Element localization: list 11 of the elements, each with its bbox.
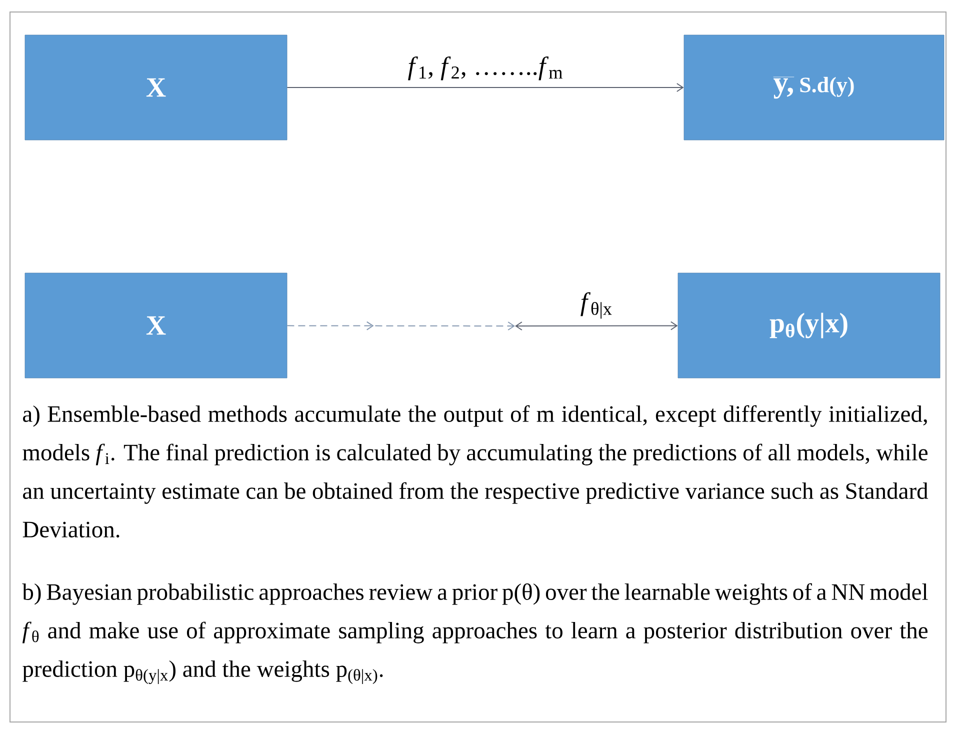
- arrow: [286, 321, 515, 330]
- edge-label: f$_{θ|x}$: [580, 292, 612, 319]
- process-box: p$_{θ}$(y|x): [678, 272, 940, 378]
- edge-label: f$_{1}$, f$_{2}$, ……..f$_{m}$: [408, 56, 562, 80]
- process-box: X: [24, 34, 288, 140]
- caption-paragraph: b) Bayesian probabilistic approaches review a prior p(θ) over the learnable weights of a NN model f$_{θ}$ and make use of approximate sampling approaches to learn a posterior distribution over the prediction p$_{θ(y|x}$) and the weights p$_{(θ|x)}$.: [22, 583, 928, 684]
- arrow: [286, 83, 684, 92]
- process-box: y, S.d(y): [684, 34, 944, 140]
- process-box: X: [24, 272, 288, 378]
- caption-paragraph: a) Ensemble-based methods accumulate the output of m identical, except differently initialized, models f$_{i}$. The final prediction is calculated by accumulating the predictions of all models, while an uncertainty estimate can be obtained from the respective predictive variance such as Standard Deviation.: [22, 405, 928, 538]
- arrow: [515, 321, 678, 330]
